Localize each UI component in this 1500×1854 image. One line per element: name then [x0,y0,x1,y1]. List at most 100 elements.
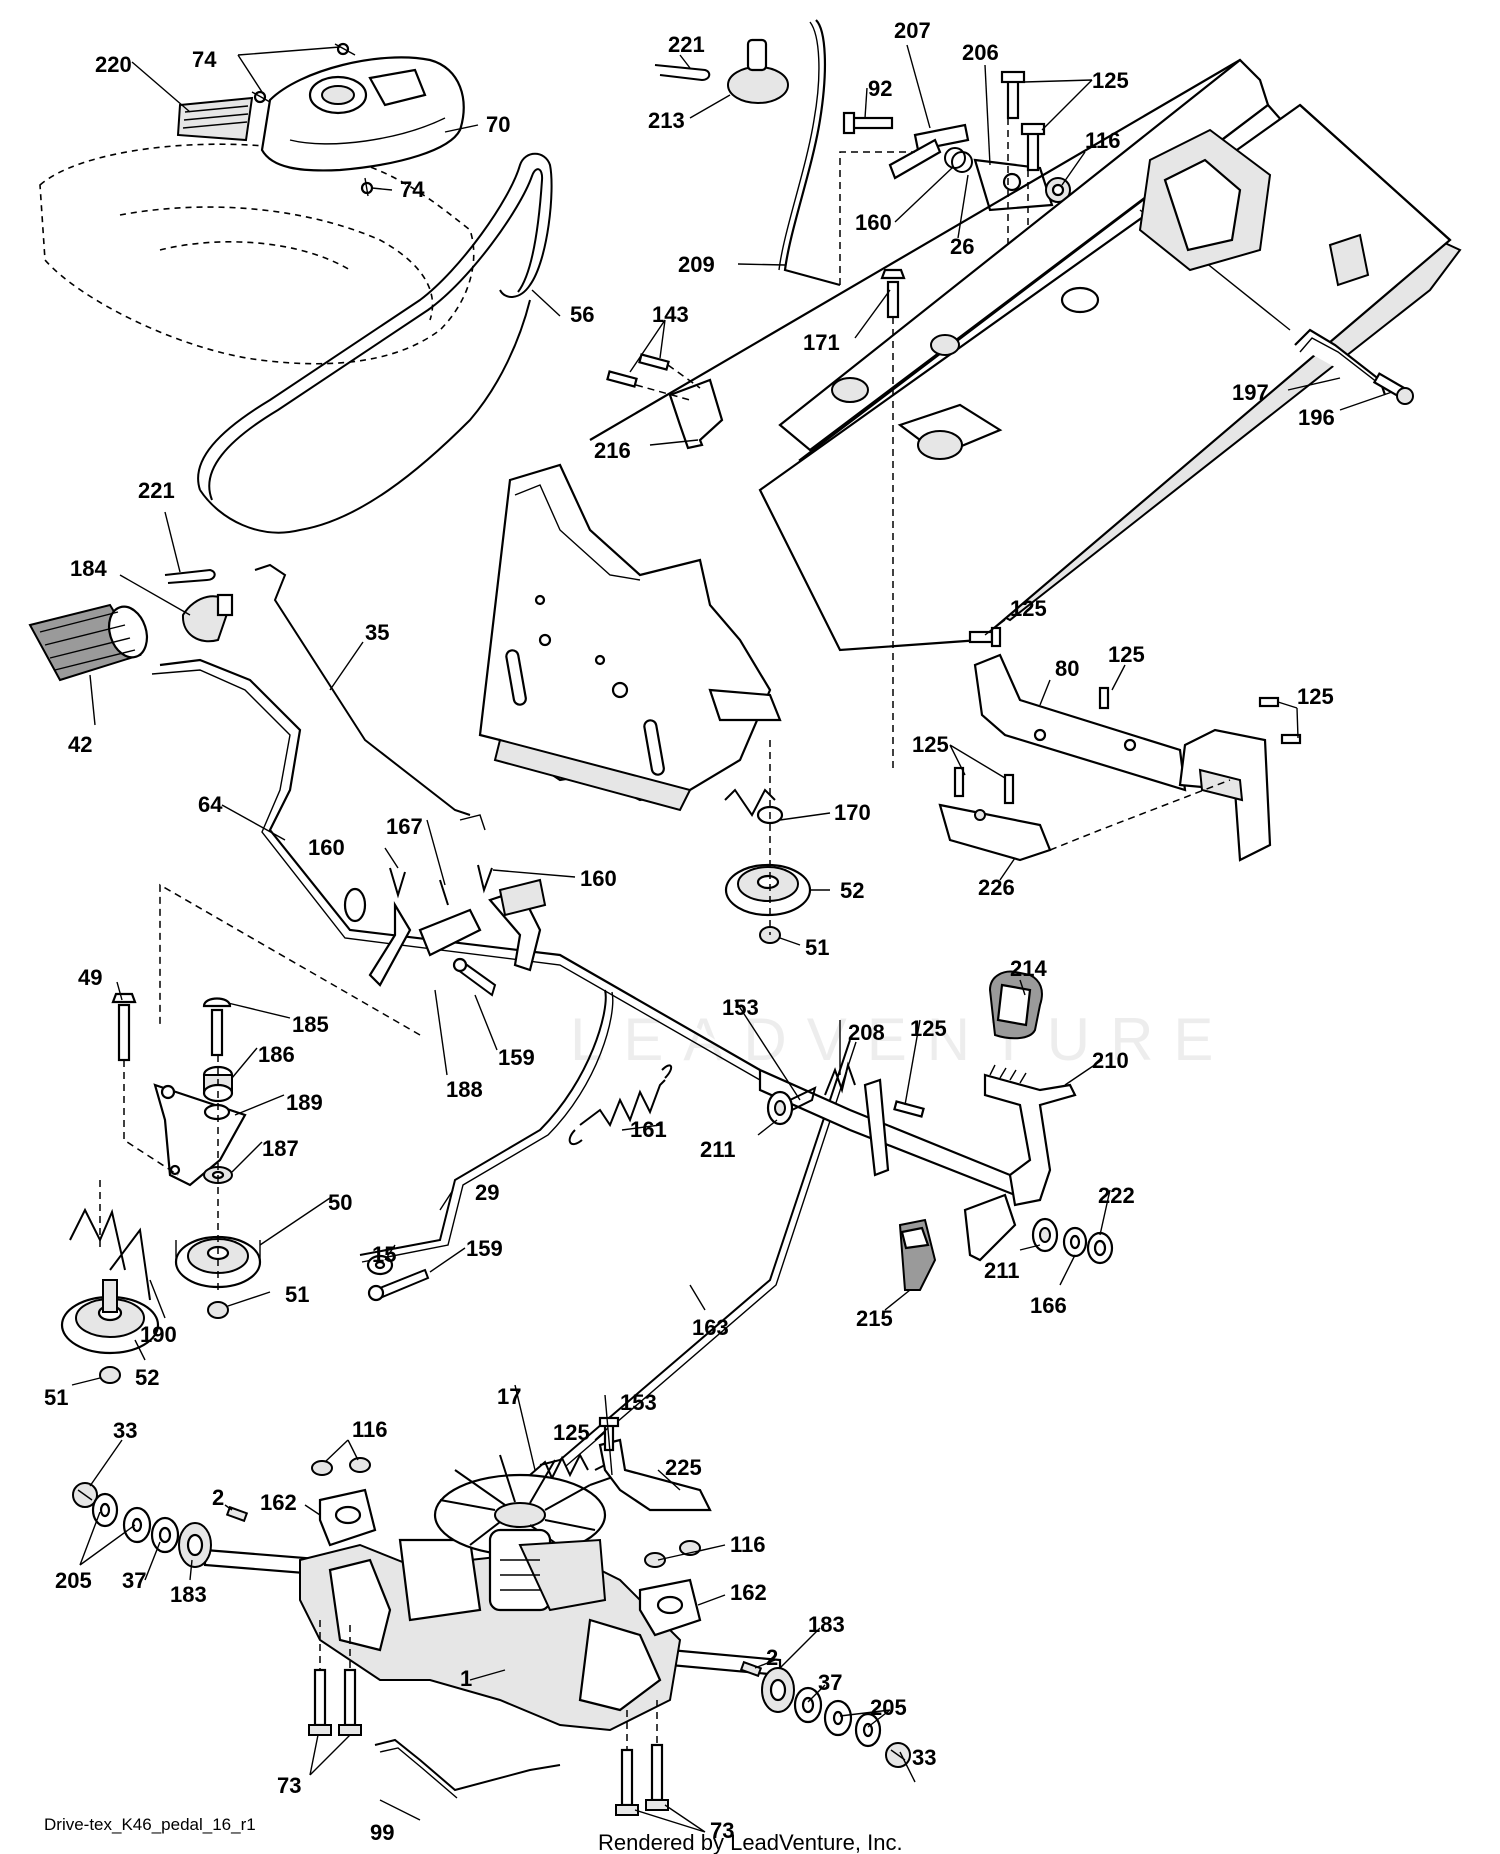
clip-160-pivot [439,879,449,906]
callout-207: 207 [894,18,931,43]
callout-37: 37 [818,1670,842,1695]
callout-225: 225 [665,1455,702,1480]
callout-161: 161 [630,1117,667,1142]
callout-70: 70 [486,112,510,137]
diagram-caption: Drive-tex_K46_pedal_16_r1 [44,1815,256,1834]
callout-51: 51 [805,935,829,960]
leader-dash-shaft [159,883,421,1036]
callout-33: 33 [113,1418,137,1443]
callout-185: 185 [292,1012,329,1037]
pedal-pad-214 [988,970,1043,1040]
callout-125: 125 [912,732,949,757]
idler-bracket-189 [153,1083,247,1187]
lever-64 [151,658,761,1081]
callout-170: 170 [834,800,871,825]
callout-1: 1 [460,1666,472,1691]
rendered-by-footer: Rendered by LeadVenture, Inc. [598,1830,903,1854]
pedal-shaft [758,1068,1017,1197]
spring-161 [568,1064,673,1146]
callout-196: 196 [1298,405,1335,430]
callout-171: 171 [803,330,840,355]
callout-210: 210 [1092,1048,1129,1073]
callout-80: 80 [1055,656,1079,681]
callout-190: 190 [140,1322,177,1347]
pulley-52-top [724,863,812,917]
callout-51: 51 [44,1385,68,1410]
bolt-196 [1372,372,1414,405]
mount-162-right [638,1578,702,1637]
callout-159: 159 [498,1045,535,1070]
callout-52: 52 [135,1365,159,1390]
callout-197: 197 [1232,380,1269,405]
bolt-92 [842,111,894,135]
callout-35: 35 [365,620,389,645]
bolt-185 [202,997,232,1057]
arm-188 [418,878,547,972]
callout-125: 125 [1010,596,1047,621]
callout-116: 116 [352,1417,388,1442]
knob-213 [727,38,789,104]
bolt-125-pedal [893,1100,925,1118]
spring-26 [944,147,973,173]
callout-166: 166 [1030,1293,1067,1318]
seat-fender-ghost [39,143,475,365]
callout-184: 184 [70,556,107,581]
shift-lever-209 [778,19,841,287]
callout-125: 125 [1297,684,1334,709]
callout-125: 125 [910,1016,947,1041]
callout-160: 160 [855,210,892,235]
clip-160-right [477,864,493,894]
callout-211: 211 [984,1258,1020,1283]
rod-99 [374,1738,561,1799]
callout-42: 42 [68,732,92,757]
callout-213: 213 [648,108,685,133]
bracket-226 [938,803,1052,862]
callout-208: 208 [848,1020,885,1045]
hairpin-221-top [654,64,711,82]
bushing-211-left [766,1090,794,1126]
callout-74: 74 [400,177,425,202]
callout-37: 37 [122,1568,146,1593]
rod-163 [539,1039,857,1467]
shift-console-70 [260,56,465,172]
callout-216: 216 [594,438,631,463]
callout-33: 33 [912,1745,936,1770]
bushing-211-right [1031,1217,1059,1253]
cap-184 [181,593,234,643]
bolt-49 [111,992,137,1062]
callout-222: 222 [1098,1183,1135,1208]
callout-183: 183 [808,1612,845,1637]
pin-159-top [452,957,497,997]
shift-bracket-207 [888,123,970,180]
nuts-116-left [311,1457,371,1476]
callout-160: 160 [308,835,345,860]
callout-labels: 220 74 70 74 221 213 207 206 125 92 116 … [44,18,1335,1845]
clip-153-top [789,1086,817,1111]
callout-116: 116 [730,1532,766,1557]
axle-right-parts [739,1660,911,1768]
bolts-125-bracket [953,626,1302,805]
shaft-collar-167 [343,887,412,987]
washer-15 [366,1254,394,1276]
washer-222 [1086,1231,1114,1265]
leader-dash-226 [1049,779,1231,851]
callout-2: 2 [212,1485,224,1510]
washer-166 [1062,1226,1088,1258]
callout-209: 209 [678,252,715,277]
callout-226: 226 [978,875,1015,900]
arm-bracket [863,1078,1017,1262]
pin-159-bottom [367,1268,430,1302]
callout-183: 183 [170,1582,207,1607]
axle-left-parts [72,1482,249,1568]
callout-116: 116 [1085,128,1121,153]
callout-205: 205 [55,1568,92,1593]
callout-206: 206 [962,40,999,65]
callout-99: 99 [370,1820,394,1845]
callout-17: 17 [497,1384,521,1409]
callout-160: 160 [580,866,617,891]
drive-belt-56 [197,152,553,534]
rod-29 [359,989,614,1263]
callout-64: 64 [198,792,223,817]
hairpin-221-left [164,568,216,584]
spring-17 [529,1452,589,1481]
